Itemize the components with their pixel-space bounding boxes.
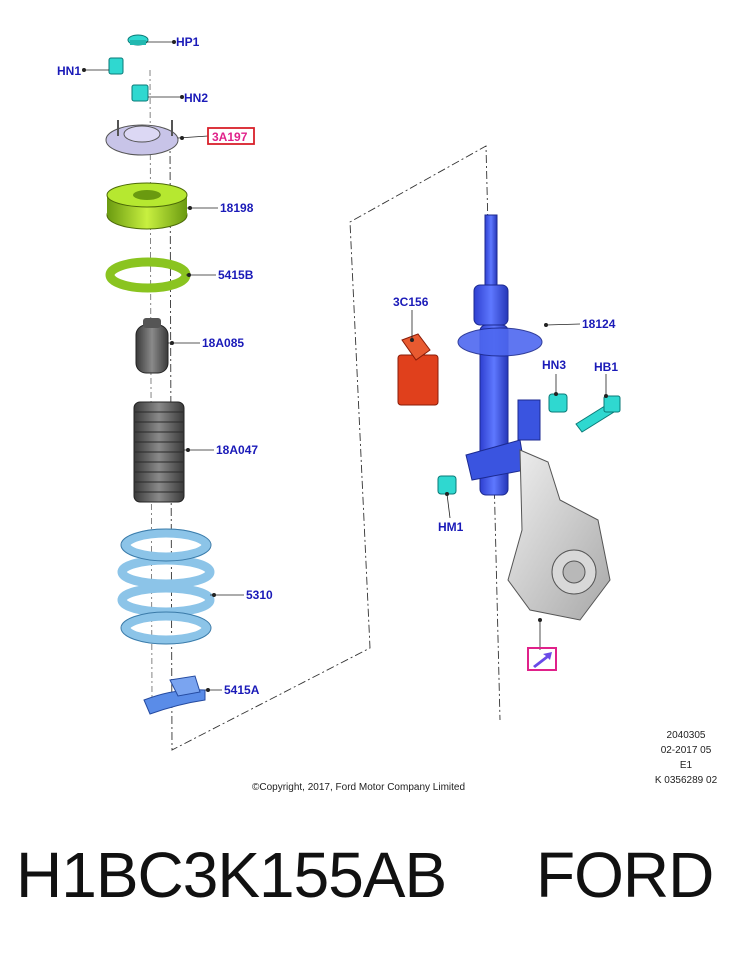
label-18198: 18198 — [220, 201, 254, 215]
label-hm1: HM1 — [438, 520, 464, 534]
label-18a085: 18A085 — [202, 336, 244, 350]
label-hb1: HB1 — [594, 360, 618, 374]
label-5310: 5310 — [246, 588, 273, 602]
part-hm1-nut — [437, 475, 457, 495]
label-hp1: HP1 — [176, 35, 200, 49]
part-18a085-bump-stop — [135, 318, 169, 374]
part-5415a-lower-seat — [143, 675, 206, 715]
part-hp1-cap — [127, 34, 149, 46]
part-18124-strut — [457, 214, 543, 496]
center-axis — [149, 69, 153, 701]
part-hn2-nut — [131, 84, 149, 102]
brand-name: FORD — [536, 839, 714, 911]
label-hn3: HN3 — [542, 358, 566, 372]
drawing-reference: K 0356289 02 — [654, 775, 718, 786]
drawing-code: 2040305 — [666, 730, 706, 741]
part-hn1-nut — [108, 57, 124, 75]
label-hn2: HN2 — [184, 91, 208, 105]
drawing-revision: E1 — [679, 760, 693, 771]
label-3c156: 3C156 — [393, 295, 429, 309]
label-5415b: 5415B — [218, 268, 254, 282]
copyright-notice: ©Copyright, 2017, Ford Motor Company Lim… — [252, 782, 466, 793]
exploded-parts-diagram: HP1 HN1 HN2 3A197 18198 5415B 18A085 18A… — [57, 34, 621, 751]
part-18a047-dust-boot — [133, 401, 185, 503]
label-18124: 18124 — [582, 317, 616, 331]
part-steering-knuckle — [507, 449, 611, 621]
part-3a197-top-mount — [105, 120, 179, 156]
arrow-icon — [533, 652, 552, 668]
part-5415b-seat — [105, 257, 191, 293]
reference-box — [527, 647, 557, 671]
leader-dots — [82, 40, 608, 692]
part-hn3-nut — [548, 393, 568, 413]
label-3a197: 3A197 — [212, 130, 248, 144]
leader-lines — [84, 41, 607, 691]
part-3c156-bracket — [397, 333, 439, 406]
label-5415a: 5415A — [224, 683, 260, 697]
part-5310-coil-outline — [120, 528, 212, 645]
part-5310-coil-spring — [117, 528, 215, 645]
drawing-date: 02-2017 05 — [660, 745, 712, 756]
label-hn1: HN1 — [57, 64, 81, 78]
highlight-box-3a197 — [207, 127, 255, 145]
part-number: H1BC3K155AB — [16, 839, 447, 911]
label-18a047: 18A047 — [216, 443, 258, 457]
part-hb1-bolt — [575, 395, 621, 433]
drawing-meta: 2040305 02-2017 05 E1 K 0356289 02 — [640, 728, 732, 788]
part-18198-bearing — [106, 182, 188, 230]
